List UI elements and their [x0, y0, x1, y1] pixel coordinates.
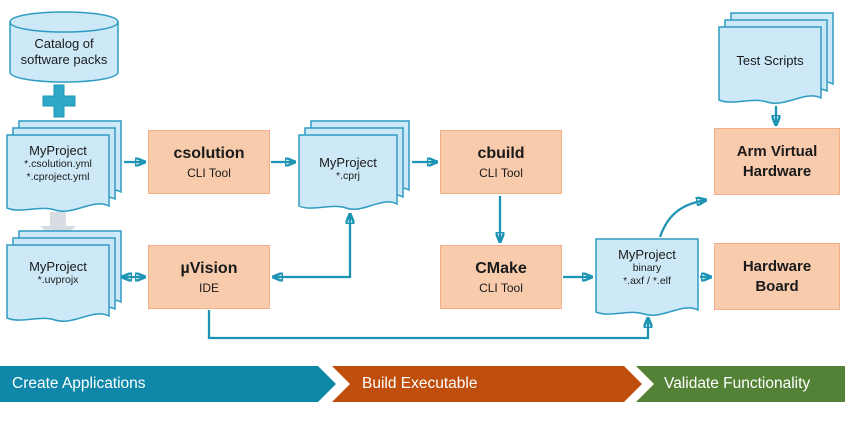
arrow-uvision-to-binary [207, 310, 648, 340]
doc-subtitle: *.axf / *.elf [623, 275, 671, 287]
document-stack-icon [298, 120, 410, 210]
myproject-binary-doc: MyProject binary *.axf / *.elf [595, 238, 699, 324]
doc-subtitle: *.csolution.yml [24, 158, 92, 170]
doc-title: MyProject [29, 259, 87, 274]
doc-subtitle: *.cproject.yml [26, 171, 90, 183]
box-title: Hardware [742, 162, 812, 180]
banner-label: Validate Functionality [664, 375, 811, 392]
test-scripts-doc-stack: Test Scripts [718, 12, 840, 112]
doc-subtitle: *.cprj [336, 170, 360, 182]
banner-validate-functionality: Validate Functionality [636, 366, 845, 402]
banner-label: Build Executable [362, 375, 478, 392]
box-subtitle: CLI Tool [187, 166, 231, 180]
box-subtitle: IDE [198, 281, 219, 295]
box-title: csolution [173, 145, 245, 162]
box-title: Arm Virtual [736, 142, 818, 160]
gray-down-arrow-icon [40, 212, 76, 244]
box-title: Hardware [742, 257, 812, 275]
box-title: µVision [180, 260, 238, 277]
banner-label: Create Applications [12, 375, 146, 392]
cbuild-cli-tool-box: cbuild CLI Tool [440, 130, 562, 194]
doc-title: MyProject [618, 247, 676, 262]
arm-virtual-hardware-box: Arm Virtual Hardware [714, 128, 840, 195]
doc-subtitle: binary [632, 262, 662, 274]
hardware-board-box: Hardware Board [714, 243, 840, 310]
cylinder-icon [9, 11, 119, 83]
uvision-ide-box: µVision IDE [148, 245, 270, 309]
myproject-cprj-doc-stack: MyProject *.cprj [298, 120, 416, 220]
document-stack-icon [6, 120, 122, 212]
cmake-cli-tool-box: CMake CLI Tool [440, 245, 562, 309]
doc-title: Test Scripts [736, 53, 804, 68]
arrow-binary-to-avh [658, 200, 706, 238]
myproject-yml-doc-stack: MyProject *.csolution.yml *.cproject.yml [6, 120, 128, 220]
banner-build-executable: Build Executable [332, 366, 642, 402]
plus-icon [42, 84, 76, 118]
csolution-cli-tool-box: csolution CLI Tool [148, 130, 270, 194]
document-stack-icon [718, 12, 834, 104]
document-stack-icon [6, 230, 122, 322]
catalog-of-software-packs-cylinder: Catalog of software packs [8, 10, 120, 84]
box-subtitle: CLI Tool [479, 166, 523, 180]
doc-subtitle: *.uvprojx [37, 274, 79, 286]
doc-title: MyProject [319, 155, 377, 170]
myproject-uvprojx-doc-stack: MyProject *.uvprojx [6, 230, 128, 330]
doc-title: MyProject [29, 143, 87, 158]
box-title: Board [755, 277, 799, 295]
box-title: cbuild [477, 145, 525, 162]
box-title: CMake [475, 260, 527, 277]
box-subtitle: CLI Tool [479, 281, 523, 295]
catalog-label: Catalog of software packs [20, 36, 108, 67]
banner-create-applications: Create Applications [0, 366, 336, 402]
arrow-uvision-cprj-bidirectional [273, 214, 350, 277]
